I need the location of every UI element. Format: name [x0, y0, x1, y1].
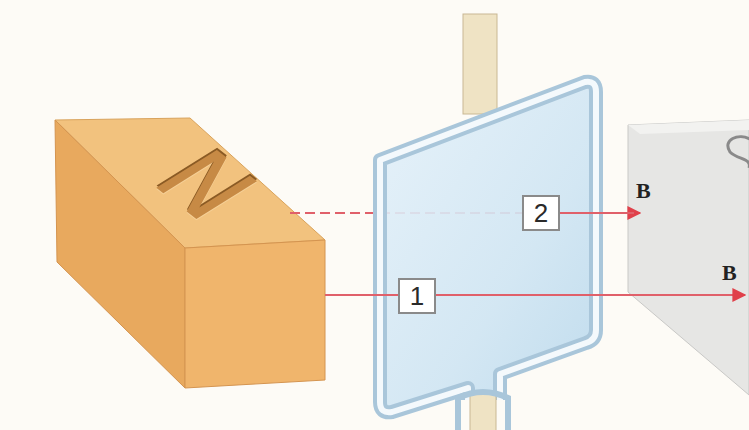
north-magnet — [55, 118, 325, 388]
pole-letter: N — [136, 139, 273, 233]
callout-box: 2 — [522, 195, 560, 231]
south-magnet — [628, 120, 749, 395]
field-symbol: B — [722, 262, 737, 284]
callout-box: 1 — [398, 278, 436, 314]
coil-wire — [380, 82, 596, 413]
coil-loop — [380, 82, 596, 413]
shaft — [463, 14, 497, 114]
field-symbol: B — [636, 180, 651, 202]
coil-lead — [458, 392, 508, 430]
shaft — [470, 392, 496, 430]
callout-number: 1 — [410, 283, 424, 309]
callout-number: 2 — [534, 200, 548, 226]
coil-wire-highlight — [380, 82, 596, 413]
field-line — [325, 294, 745, 296]
